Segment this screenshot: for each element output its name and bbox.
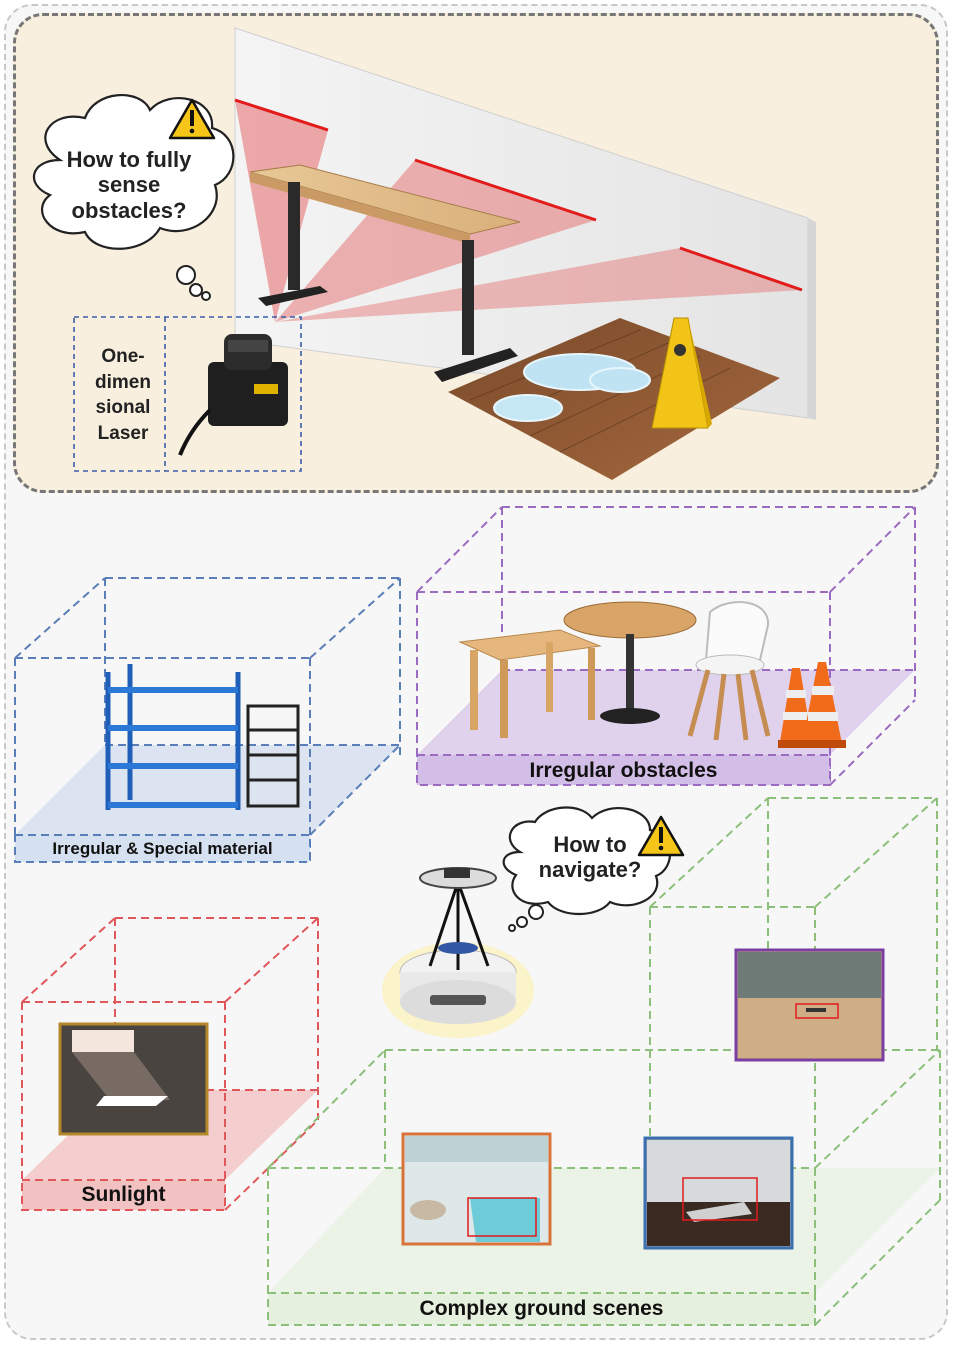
sensor-label: One- dimen sional Laser <box>78 344 168 447</box>
sensor-label-line-1: One- <box>101 346 145 367</box>
obstacles-label: Irregular obstacles <box>529 759 718 782</box>
sensor-label-line-4: Laser <box>97 422 149 444</box>
blue-region-box <box>14 577 401 862</box>
round-table-icon <box>563 601 697 724</box>
navigate-question: How to navigate? <box>515 832 665 883</box>
shelves-label: Irregular & Special material <box>52 839 273 858</box>
desk-icon <box>249 164 521 382</box>
sunlight-label-bar <box>21 1179 226 1211</box>
sense-question-line-2: sense <box>97 172 161 198</box>
sense-question-line-3: obstacles? <box>71 197 187 223</box>
shelves-label-bar <box>14 834 311 863</box>
traffic-cone-icon <box>778 662 846 748</box>
warning-icon <box>637 815 685 857</box>
laser-beams <box>234 98 803 322</box>
chair-icon <box>687 601 771 741</box>
sensor-label-line-2: dimen <box>95 371 151 393</box>
sense-question-line-1: How to fully <box>66 147 192 172</box>
shelf-icon <box>105 664 300 810</box>
obstacles-label-bar <box>416 754 831 786</box>
indoor-floor-photo <box>734 948 885 1062</box>
sunlight-photo <box>58 1022 209 1136</box>
table-icon <box>458 629 602 738</box>
navigate-question-line-2: navigate? <box>538 857 642 883</box>
ground-label-bar <box>267 1292 816 1326</box>
navigate-question-line-1: How to <box>553 832 627 857</box>
threshold-photo <box>643 1136 794 1250</box>
pool-photo <box>401 1132 552 1246</box>
ground-label: Complex ground scenes <box>419 1297 664 1320</box>
wet-floor-sign-icon <box>651 317 712 429</box>
warning-icon <box>168 98 216 140</box>
laser-sensor-icon <box>178 334 288 456</box>
sunlight-label: Sunlight <box>81 1183 166 1206</box>
sensor-label-line-3: sional <box>95 397 151 419</box>
robot-thought-cloud <box>502 806 672 932</box>
robot-icon <box>382 867 534 1038</box>
laser-sensor-frame <box>73 316 302 472</box>
wall-icon <box>234 27 816 420</box>
sense-question: How to fully sense obstacles? <box>44 147 214 223</box>
